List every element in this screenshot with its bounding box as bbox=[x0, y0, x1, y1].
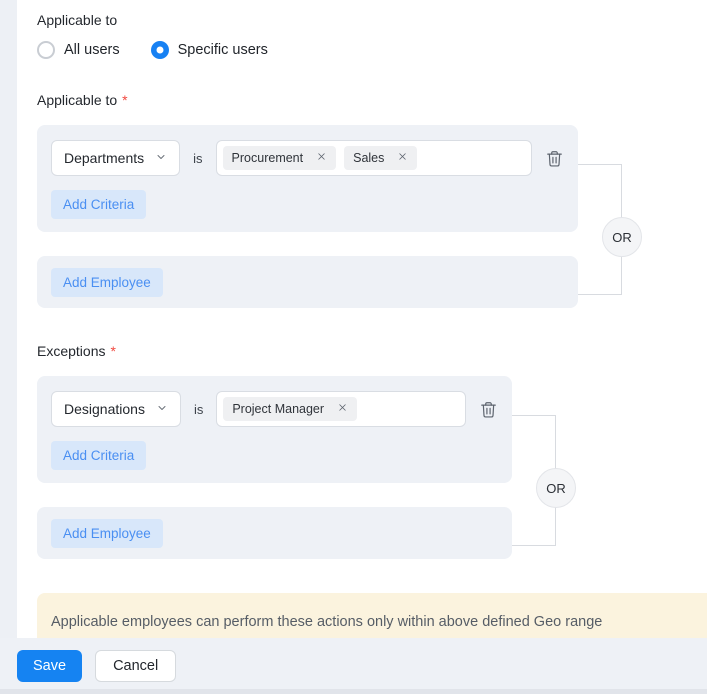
close-icon[interactable] bbox=[397, 151, 408, 165]
geo-range-note: Applicable employees can perform these a… bbox=[37, 593, 707, 638]
value-tag: Sales bbox=[344, 146, 418, 170]
criteria-field-value: Departments bbox=[64, 150, 145, 166]
section-label-applicable-to: Applicable to* bbox=[37, 92, 707, 109]
criteria-values-input[interactable]: Project Manager bbox=[216, 391, 466, 427]
radio-option-all-users[interactable]: All users bbox=[37, 41, 120, 59]
radio-unselected-icon[interactable] bbox=[37, 41, 55, 59]
add-criteria-button[interactable]: Add Criteria bbox=[51, 441, 147, 470]
criteria-box: Designations is Project Manager Add Crit… bbox=[37, 376, 512, 483]
section-label-text: Exceptions bbox=[37, 343, 106, 359]
chevron-down-icon bbox=[156, 401, 168, 417]
add-employee-button[interactable]: Add Employee bbox=[51, 518, 163, 548]
form-content: Applicable to All users Specific users A… bbox=[17, 0, 707, 638]
radio-selected-icon[interactable] bbox=[150, 41, 169, 59]
close-icon[interactable] bbox=[316, 151, 327, 165]
criteria-field-dropdown[interactable]: Departments bbox=[51, 140, 181, 176]
trash-icon[interactable] bbox=[545, 149, 564, 168]
save-button[interactable]: Save bbox=[17, 650, 83, 682]
criteria-field-value: Designations bbox=[64, 401, 145, 417]
criteria-row: Designations is Project Manager bbox=[51, 391, 498, 427]
criteria-operator: is bbox=[193, 150, 203, 166]
radio-option-specific-users[interactable]: Specific users bbox=[150, 41, 268, 59]
section-label-text: Applicable to bbox=[37, 92, 118, 108]
exceptions-criteria-group: Designations is Project Manager Add Crit… bbox=[37, 376, 576, 559]
geo-range-note-text: Applicable employees can perform these a… bbox=[51, 614, 603, 630]
criteria-values-input[interactable]: Procurement Sales bbox=[215, 140, 532, 176]
bottom-edge-strip bbox=[0, 689, 707, 694]
close-icon[interactable] bbox=[337, 402, 348, 416]
tag-label: Procurement bbox=[231, 151, 304, 165]
cancel-button[interactable]: Cancel bbox=[95, 650, 177, 682]
radio-label-all-users: All users bbox=[64, 42, 120, 58]
tag-label: Project Manager bbox=[232, 402, 325, 416]
left-gutter bbox=[0, 0, 17, 694]
user-scope-radio-group: All users Specific users bbox=[37, 41, 707, 59]
footer-bar: Save Cancel bbox=[0, 638, 707, 694]
radio-label-specific-users: Specific users bbox=[177, 42, 268, 58]
or-badge: OR bbox=[602, 217, 642, 257]
value-tag: Project Manager bbox=[223, 397, 358, 421]
applicable-to-radio-group-label: Applicable to bbox=[37, 12, 118, 28]
criteria-box: Departments is Procurement Sales bbox=[37, 125, 578, 232]
required-asterisk: * bbox=[110, 343, 116, 359]
or-badge: OR bbox=[536, 468, 576, 508]
criteria-row: Departments is Procurement Sales bbox=[51, 140, 564, 176]
trash-icon[interactable] bbox=[479, 400, 498, 419]
criteria-operator: is bbox=[193, 401, 204, 417]
employee-box: Add Employee bbox=[37, 507, 512, 559]
applicable-to-criteria-group: Departments is Procurement Sales bbox=[37, 125, 642, 308]
add-criteria-button[interactable]: Add Criteria bbox=[51, 190, 147, 219]
tag-label: Sales bbox=[353, 151, 385, 165]
section-label-exceptions: Exceptions* bbox=[37, 343, 707, 360]
employee-box: Add Employee bbox=[37, 256, 578, 308]
required-asterisk: * bbox=[122, 92, 128, 108]
add-employee-button[interactable]: Add Employee bbox=[51, 267, 163, 297]
criteria-field-dropdown[interactable]: Designations bbox=[51, 391, 181, 427]
value-tag: Procurement bbox=[222, 146, 337, 170]
chevron-down-icon bbox=[155, 150, 167, 166]
